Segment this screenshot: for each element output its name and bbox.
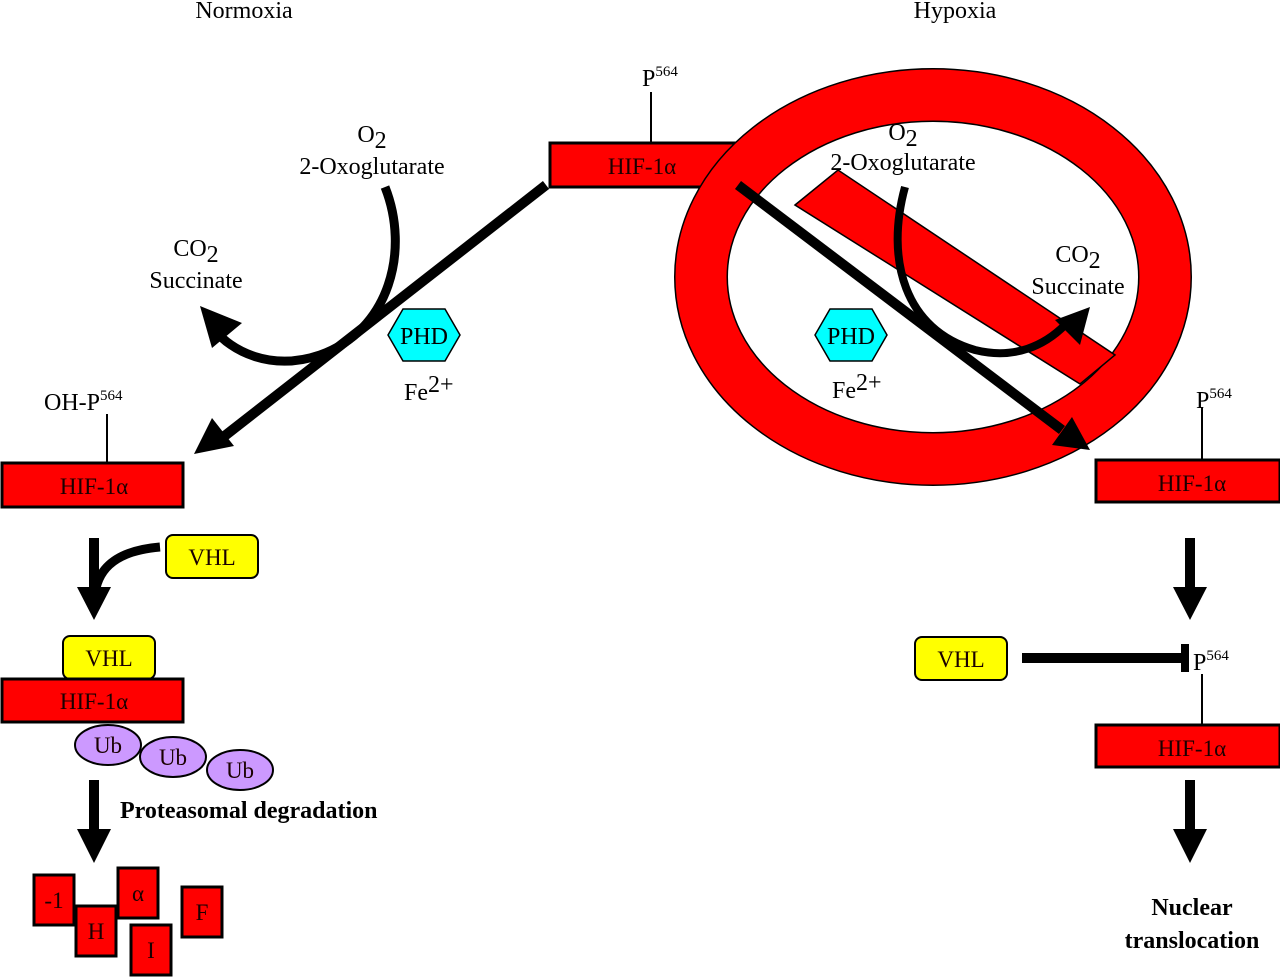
hypoxia-cosubstrate-arrowhead bbox=[1055, 307, 1090, 345]
hif-fragment-box bbox=[180, 885, 224, 939]
hypoxia-phd-label: PHD bbox=[827, 324, 875, 350]
hypoxia-main-arrowhead bbox=[1052, 417, 1090, 450]
normoxia-degradation-arrowhead bbox=[77, 829, 111, 863]
ubiquitin-label: Ub bbox=[94, 733, 122, 758]
normoxia-2og-label: 2-Oxoglutarate bbox=[299, 154, 444, 180]
hypoxia-translocation-arrowhead bbox=[1173, 829, 1207, 863]
normoxia-complex-hif-box bbox=[0, 677, 185, 724]
normoxia-hydroxylation-arrow bbox=[218, 181, 550, 442]
hypoxia-title: Hypoxia bbox=[914, 0, 997, 24]
hypoxia-cosubstrate-arrow bbox=[893, 185, 1068, 358]
ubiquitin-oval bbox=[74, 724, 142, 766]
hypoxia-fe-label: Fe2+ bbox=[832, 370, 882, 404]
normoxia-complex-hif-label: HIF-1α bbox=[60, 689, 128, 714]
hypoxia-o2-label: O2 bbox=[888, 120, 917, 152]
hif-fragment-label: H bbox=[88, 919, 105, 944]
hypoxia-stabilization-arrowhead bbox=[1173, 587, 1207, 620]
hypoxia-2og-label: 2-Oxoglutarate bbox=[830, 150, 975, 176]
normoxia-succinate-label: Succinate bbox=[149, 268, 242, 294]
normoxia-hydroxylation-arrowhead bbox=[194, 418, 234, 454]
normoxia-phd-hexagon bbox=[387, 308, 461, 362]
center-hif-group: P564 HIF-1α bbox=[548, 64, 736, 189]
hif-fragment-box bbox=[116, 866, 160, 920]
normoxia-vhl-binding-arrowhead bbox=[77, 587, 111, 620]
vhl-inhibition-bar bbox=[1181, 644, 1189, 672]
hif-fragment-box bbox=[74, 904, 118, 958]
normoxia-vhl-box bbox=[165, 534, 259, 579]
hypoxia-hif-bottom-box bbox=[1094, 723, 1280, 769]
center-site-label: P564 bbox=[642, 64, 678, 92]
normoxia-title: Normoxia bbox=[195, 0, 293, 24]
hif-fragment-box bbox=[32, 873, 76, 927]
normoxia-complex-vhl-label: VHL bbox=[85, 646, 132, 671]
no-sign-ring bbox=[675, 69, 1191, 485]
hypoxia-hif-box bbox=[1094, 458, 1280, 504]
hypoxia-phd-hexagon bbox=[814, 308, 888, 362]
normoxia-phd-label: PHD bbox=[400, 324, 448, 350]
hypoxia-blocked-site-label: P564 bbox=[1193, 648, 1229, 676]
hypoxia-succinate-label: Succinate bbox=[1031, 274, 1124, 300]
normoxia-co2-label: CO2 bbox=[173, 236, 218, 268]
center-hif-label: HIF-1α bbox=[608, 154, 676, 179]
degradation-label: Proteasomal degradation bbox=[120, 798, 378, 824]
hypoxia-vhl-label: VHL bbox=[937, 647, 984, 672]
normoxia-fe-label: Fe2+ bbox=[404, 372, 454, 406]
hypoxia-vhl-box bbox=[914, 636, 1008, 681]
hif-fragment-label: I bbox=[147, 938, 155, 963]
ubiquitin-oval bbox=[206, 749, 274, 791]
normoxia-hif-box bbox=[0, 461, 185, 509]
no-sign-bar bbox=[793, 169, 1117, 385]
hypoxia-co2-label: CO2 bbox=[1055, 242, 1100, 274]
normoxia-vhl-label: VHL bbox=[188, 545, 235, 570]
normoxia-vhl-join-curve bbox=[91, 542, 161, 590]
normoxia-hif-label: HIF-1α bbox=[60, 474, 128, 499]
hypoxia-site-label: P564 bbox=[1196, 386, 1232, 414]
normoxia-oh-site-label: OH-P564 bbox=[44, 388, 123, 416]
hypoxia-main-arrow bbox=[734, 181, 1066, 434]
hypoxia-hif-label: HIF-1α bbox=[1158, 471, 1226, 496]
ubiquitin-label: Ub bbox=[226, 758, 254, 783]
hif-fragment-label: -1 bbox=[44, 888, 63, 913]
hif-fragment-box bbox=[129, 923, 173, 977]
hif-fragment-label: α bbox=[132, 881, 144, 906]
normoxia-cosubstrate-arrowhead bbox=[200, 306, 242, 348]
normoxia-o2-label: O2 bbox=[357, 122, 386, 154]
hypoxia-hif-bottom-label: HIF-1α bbox=[1158, 736, 1226, 761]
ubiquitin-label: Ub bbox=[159, 745, 187, 770]
translocation-label: translocation bbox=[1125, 928, 1260, 954]
ubiquitin-oval bbox=[139, 736, 207, 778]
nuclear-label: Nuclear bbox=[1151, 895, 1233, 921]
hif-fragment-label: F bbox=[196, 900, 209, 925]
